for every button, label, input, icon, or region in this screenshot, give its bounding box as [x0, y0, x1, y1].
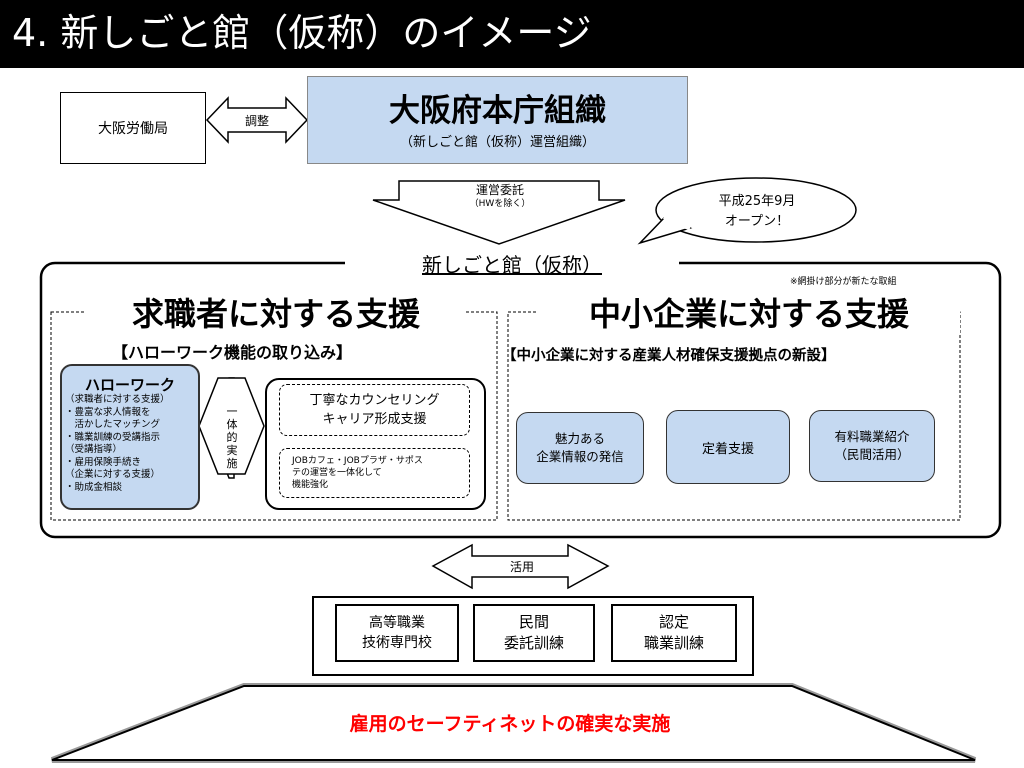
training-line2: 技術専門校 — [362, 635, 432, 651]
hellowork-line: （求職者に対する支援） — [65, 394, 170, 405]
training-line2: 委託訓練 — [503, 634, 564, 652]
hq-title: 大阪府本庁組織 — [389, 92, 606, 129]
training-private-commissioned: 民間 委託訓練 — [473, 604, 595, 662]
utilize-label: 活用 — [509, 560, 534, 574]
hq-subtitle: （新しごと館（仮称）運営組織） — [399, 134, 595, 150]
bubble-line2: オープン！ — [724, 214, 790, 229]
bubble-text: 平成25年9月 オープン！ — [680, 190, 834, 234]
outsourcing-down-arrow — [372, 180, 626, 245]
hellowork-line: ・職業訓練の受講指示 — [65, 431, 161, 443]
hellowork-title: ハローワーク — [84, 376, 175, 394]
hellowork-box: ハローワーク （求職者に対する支援） ・豊富な求人情報を 活かしたマッチング ・… — [60, 364, 200, 510]
sme-subheading: 【中小企業に対する産業人材確保支援拠点の新設】 — [502, 348, 836, 364]
safety-net-text: 雇用のセーフティネットの確実な実施 — [349, 712, 671, 735]
sme-item-line2: （民間活用） — [834, 447, 910, 462]
hellowork-line: ・豊富な求人情報を — [65, 406, 151, 418]
integrated-char: 体 — [226, 417, 238, 431]
jobseeker-subheading: 【ハローワーク機能の取り込み】 — [112, 343, 353, 362]
hellowork-line: ・助成金相談 — [65, 481, 123, 493]
jobcafe-line3: 機能強化 — [292, 480, 329, 490]
sme-item-line2: 企業情報の発信 — [536, 449, 624, 464]
sme-item-retention: 定着支援 — [666, 410, 790, 484]
sme-item-line1: 魅力ある — [554, 431, 605, 446]
counseling-box: 丁寧なカウンセリング キャリア形成支援 — [279, 384, 470, 436]
outsourcing-label: 運営委託 （HWを除く） — [420, 181, 580, 213]
hellowork-list: （求職者に対する支援） ・豊富な求人情報を 活かしたマッチング ・職業訓練の受講… — [62, 394, 198, 494]
hellowork-line: （企業に対する支援） — [65, 469, 161, 480]
page-title: 4. 新しごと館（仮称）のイメージ — [12, 11, 592, 55]
integrated-label: 一 体 的 実 施 — [222, 402, 242, 472]
integrated-char: 的 — [226, 430, 238, 444]
speech-bubble — [655, 177, 857, 243]
training-certified: 認定 職業訓練 — [611, 604, 737, 662]
sme-heading-wrap: 中小企業に対する支援 — [538, 290, 960, 334]
training-line1: 高等職業 — [369, 615, 425, 631]
counseling-container — [265, 378, 486, 510]
outsourcing-line2: （HWを除く） — [469, 199, 531, 209]
sme-heading: 中小企業に対する支援 — [588, 295, 909, 333]
integrated-char: 施 — [226, 456, 238, 470]
training-line1: 民間 — [518, 613, 549, 631]
bubble-line1: 平成25年9月 — [718, 194, 796, 209]
jobcafe-line1: JOBカフェ・JOBプラザ・サポス — [292, 456, 423, 466]
center-name-wrap: 新しごと館（仮称） — [345, 245, 679, 281]
sme-item-line1: 定着支援 — [701, 441, 754, 457]
labor-bureau-box: 大阪労働局 — [60, 92, 206, 164]
hq-box: 大阪府本庁組織 （新しごと館（仮称）運営組織） — [307, 76, 688, 164]
integrated-char: 実 — [226, 443, 238, 457]
center-name: 新しごと館（仮称） — [422, 252, 602, 277]
jobcafe-box: JOBカフェ・JOBプラザ・サポス テの運営を一体化して 機能強化 — [279, 448, 470, 498]
hellowork-line: ・雇用保険手続き — [65, 456, 142, 468]
jobseeker-heading-wrap: 求職者に対する支援 — [86, 290, 466, 334]
jobcafe-line2: テの運営を一体化して — [292, 468, 382, 478]
sme-item-company-info: 魅力ある 企業情報の発信 — [516, 412, 644, 484]
coordination-label: 調整 — [244, 113, 269, 128]
counseling-line2: キャリア形成支援 — [322, 412, 427, 427]
title-bar: 4. 新しごと館（仮称）のイメージ — [0, 0, 1024, 68]
jobseeker-heading: 求職者に対する支援 — [131, 295, 420, 333]
counseling-line1: 丁寧なカウンセリング — [309, 393, 440, 408]
utilize-double-arrow — [431, 543, 610, 590]
training-vocational-school: 高等職業 技術専門校 — [335, 604, 459, 662]
hellowork-line: （受講指導） — [65, 444, 123, 455]
outsourcing-line1: 運営委託 — [475, 183, 524, 197]
training-line1: 認定 — [658, 613, 689, 631]
training-line2: 職業訓練 — [643, 634, 704, 652]
sme-item-line1: 有料職業紹介 — [834, 429, 910, 444]
integrated-char: 一 — [226, 404, 238, 418]
labor-bureau-label: 大阪労働局 — [98, 121, 168, 137]
note-text: ※網掛け部分が新たな取組 — [790, 277, 897, 287]
hellowork-line: 活かしたマッチング — [65, 419, 161, 430]
sme-item-placement: 有料職業紹介 （民間活用） — [809, 410, 935, 482]
